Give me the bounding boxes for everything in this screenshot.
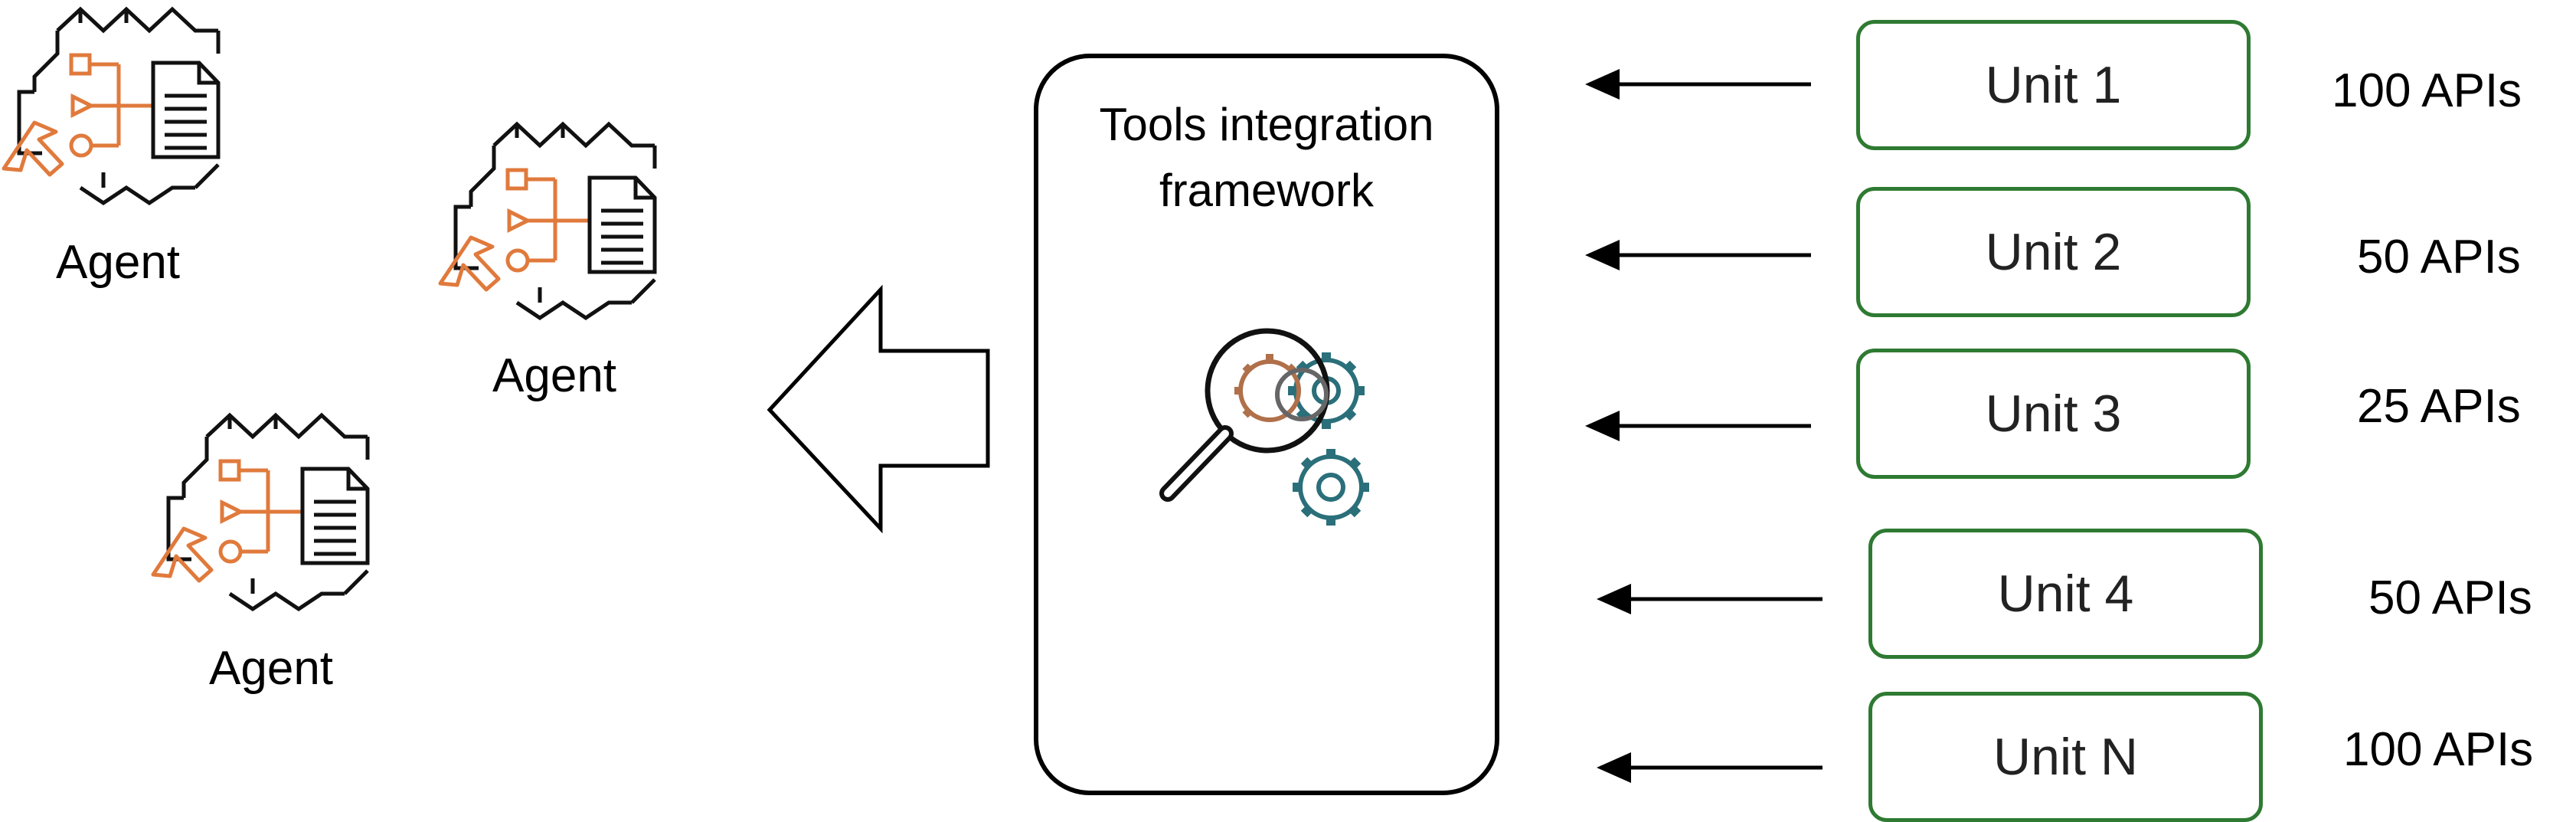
agent-label-3: Agent bbox=[209, 642, 334, 695]
unit-label-4: Unit 4 bbox=[1997, 565, 2134, 623]
agent-icon-1 bbox=[4, 9, 218, 203]
api-count-unit-2: 50 APIs bbox=[2357, 231, 2521, 283]
api-count-unit-n: 100 APIs bbox=[2343, 723, 2534, 776]
agent-label-1: Agent bbox=[56, 236, 181, 289]
unit-box-3: Unit 3 bbox=[1856, 349, 2251, 479]
unit-label-n: Unit N bbox=[1993, 728, 2138, 786]
agent-icon-2 bbox=[440, 124, 655, 318]
unit-label-3: Unit 3 bbox=[1985, 385, 2122, 443]
unit-label-1: Unit 1 bbox=[1985, 56, 2122, 114]
unit-box-2: Unit 2 bbox=[1856, 187, 2251, 317]
api-count-unit-3: 25 APIs bbox=[2357, 380, 2521, 433]
framework-title: Tools integration framework bbox=[1029, 92, 1504, 224]
framework-title-line2: framework bbox=[1159, 165, 1375, 216]
left-arrow-icon bbox=[767, 284, 990, 534]
api-count-unit-4: 50 APIs bbox=[2368, 571, 2532, 624]
unit-box-4: Unit 4 bbox=[1868, 529, 2263, 659]
api-count-unit-1: 100 APIs bbox=[2332, 64, 2522, 117]
unit-arrows bbox=[1585, 69, 1822, 783]
framework-title-line1: Tools integration bbox=[1099, 99, 1434, 150]
agent-label-2: Agent bbox=[492, 349, 617, 402]
unit-box-1: Unit 1 bbox=[1856, 20, 2251, 150]
framework-box bbox=[1034, 54, 1499, 795]
unit-box-n: Unit N bbox=[1868, 692, 2263, 822]
agent-icon-3 bbox=[153, 415, 368, 609]
unit-label-2: Unit 2 bbox=[1985, 223, 2122, 281]
magnifier-gears-icon bbox=[1159, 328, 1369, 526]
